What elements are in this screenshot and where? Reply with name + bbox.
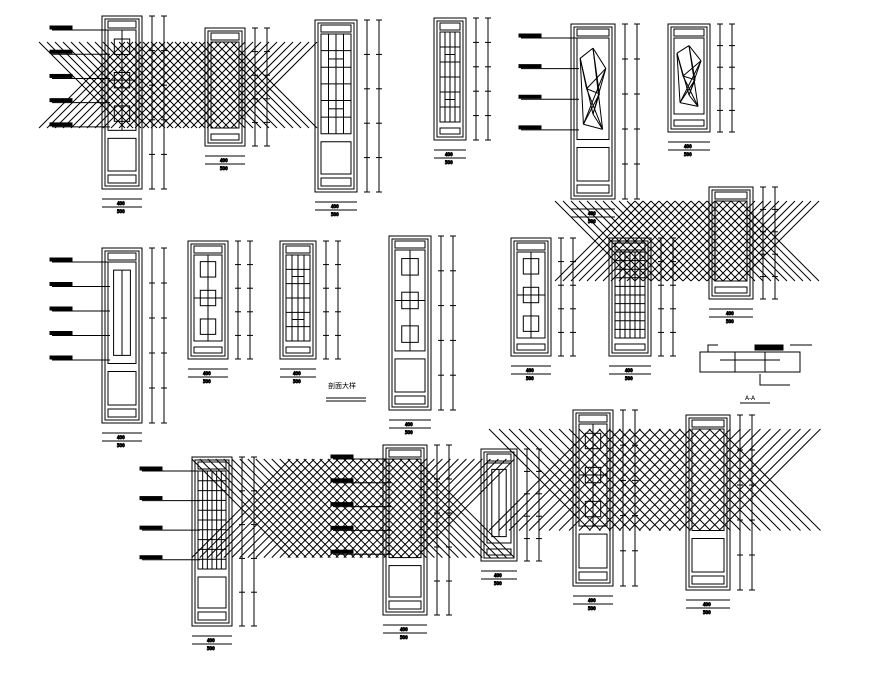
dimension-label: 400 [625,368,633,373]
dimension-label: 400 [117,201,125,206]
dimension-label: 500 [117,443,125,448]
dimension-label: 500 [405,430,413,435]
dimension-label: 400 [117,435,125,440]
dimension-label: 400 [203,371,211,376]
dimension-label: 500 [207,646,215,651]
dimension-label: 400 [526,368,534,373]
dimension-label: 400 [703,602,711,607]
title-block-label: 剖面大样 [328,381,356,390]
panel-door: 400 500 [139,456,257,652]
panel-door: 400 500 [488,414,821,616]
dimension-label: 500 [588,606,596,611]
section-detail [699,344,812,386]
panel-window: 400 500 [38,27,318,172]
dimension-label: 400 [207,638,215,643]
panel-door: 400 500 [314,19,382,218]
dimension-label: 400 [400,627,408,632]
dimension-label: 400 [331,204,339,209]
dimension-label: 500 [203,379,211,384]
panel-door: 400 500 [191,444,515,641]
dimension-label: 500 [726,319,734,324]
dimension-label: 500 [703,610,711,615]
panel-door: 400 500 [49,15,167,215]
dimension-label: 500 [293,379,301,384]
panel-window: 400 500 [667,23,735,158]
panel-window: 400 500 [279,240,341,385]
dimension-label: 500 [400,635,408,640]
dimension-label: 400 [293,371,301,376]
panel-window: 400 500 [187,240,253,385]
dimension-label: 400 [405,422,413,427]
dimension-label: 400 [684,144,692,149]
dimension-label: 500 [625,376,633,381]
dimension-label: 400 [588,598,596,603]
panel-door: 400 500 [49,247,167,449]
dimension-label: 500 [117,209,125,214]
dimension-label: 500 [445,160,453,165]
panel-window: 400 500 [608,237,676,382]
section-mark: A-A [745,395,756,402]
dimension-label: 500 [220,166,228,171]
dimension-label: 400 [494,573,502,578]
panel-door: 400 500 [388,235,456,436]
dimension-label: 400 [220,158,228,163]
panel-window: 400 500 [433,17,491,166]
dimension-label: 400 [445,152,453,157]
dimension-label: 500 [331,212,339,217]
dimension-label: 400 [726,311,734,316]
panels-layer: 400 500 400 500 400 500 400 500 400 500 400 500 400 5… [38,15,821,652]
dimension-label: 500 [526,376,534,381]
panel-window: 400 500 [480,448,542,587]
dimension-label: 500 [684,152,692,157]
panel-door: 400 500 [572,409,638,612]
dimension-label: 500 [494,581,502,586]
panel-window: 400 500 [510,237,576,382]
panel-window: 400 500 [554,186,820,325]
